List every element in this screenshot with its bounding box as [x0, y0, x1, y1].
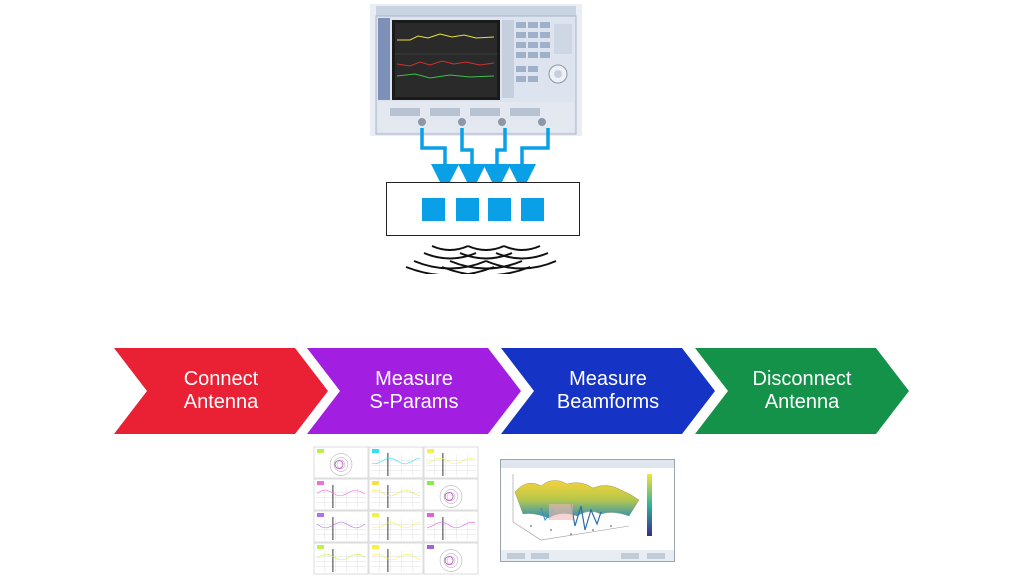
network-analyzer-image [370, 4, 582, 136]
3d-beam-pattern-icon [501, 460, 674, 561]
beamform-thumbnail [500, 459, 675, 562]
sparam-plot [368, 478, 424, 511]
sparam-plot [313, 446, 369, 479]
sparam-plot [423, 478, 479, 511]
sparam-plot [368, 510, 424, 543]
cable-arrows-icon [420, 128, 550, 192]
s-parameter-grid-icon [313, 446, 479, 575]
sparam-plot [423, 542, 479, 575]
sparam-plot [313, 478, 369, 511]
cable-arrows [400, 128, 570, 192]
radiation-waves [400, 240, 560, 277]
step-label-measure-beamforms: Measure Beamforms [556, 368, 660, 413]
sparam-plot [368, 542, 424, 575]
sparam-plot [423, 510, 479, 543]
chevron-connect-antenna [114, 348, 328, 434]
process-flow: Connect Antenna Measure S-Params Measure… [110, 346, 915, 436]
antenna-element [456, 198, 479, 221]
step-label-connect: Connect Antenna [183, 368, 259, 413]
antenna-element [488, 198, 511, 221]
sparam-plot [368, 446, 424, 479]
chevron-measure-beamforms [501, 348, 715, 434]
step-label-measure-sparams: Measure S-Params [369, 368, 459, 413]
sparam-plot [313, 510, 369, 543]
process-chevrons [114, 348, 909, 434]
chevron-measure-sparams [307, 348, 521, 434]
antenna-element [521, 198, 544, 221]
chevron-disconnect-antenna [695, 348, 909, 434]
sparam-plot [423, 446, 479, 479]
antenna-array [386, 182, 580, 236]
radio-waves-icon [405, 245, 557, 277]
step-label-disconnect: Disconnect Antenna [752, 368, 852, 413]
sparam-plot [313, 542, 369, 575]
vector-network-analyzer-icon [370, 4, 582, 136]
sparams-thumbnail [312, 443, 480, 576]
antenna-element [422, 198, 445, 221]
